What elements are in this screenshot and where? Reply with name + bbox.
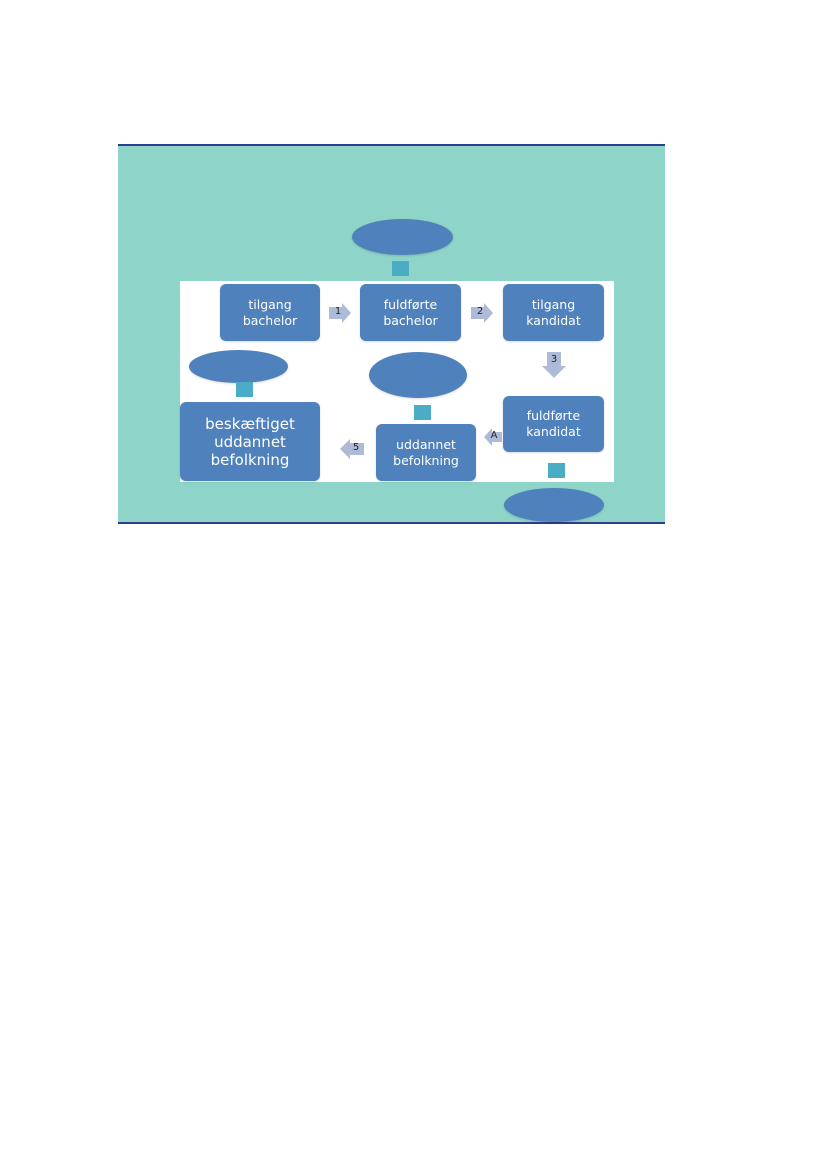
connector-square-middle: [414, 405, 431, 420]
connector-square-top: [392, 261, 409, 276]
node-fuldforte-bachelor: fuldførte bachelor: [360, 284, 461, 341]
arrow-right-icon: [329, 303, 351, 323]
connector-square-left: [236, 382, 253, 397]
arrow-right-icon: [471, 303, 493, 323]
arrow-label-1: 1: [334, 306, 342, 317]
arrow-down-icon: [542, 352, 566, 378]
connector-square-right: [548, 463, 565, 478]
arrow-left-icon: [340, 439, 364, 459]
ellipse-left: [189, 350, 288, 383]
ellipse-bottom-right: [504, 488, 604, 522]
node-tilgang-bachelor: tilgang bachelor: [220, 284, 320, 341]
arrow-label-2: 2: [476, 306, 484, 317]
arrow-label-3: 3: [550, 354, 558, 365]
ellipse-middle: [369, 352, 467, 398]
arrow-label-4: A: [490, 430, 498, 441]
ellipse-top: [352, 219, 453, 255]
node-uddannet-befolkning: uddannet befolkning: [376, 424, 476, 481]
node-fuldforte-kandidat: fuldførte kandidat: [503, 396, 604, 452]
arrow-left-icon: [484, 428, 502, 446]
node-beskaeftiget-uddannet-befolkning: beskæftiget uddannet befolkning: [180, 402, 320, 481]
arrow-label-5: 5: [352, 442, 360, 453]
node-tilgang-kandidat: tilgang kandidat: [503, 284, 604, 341]
